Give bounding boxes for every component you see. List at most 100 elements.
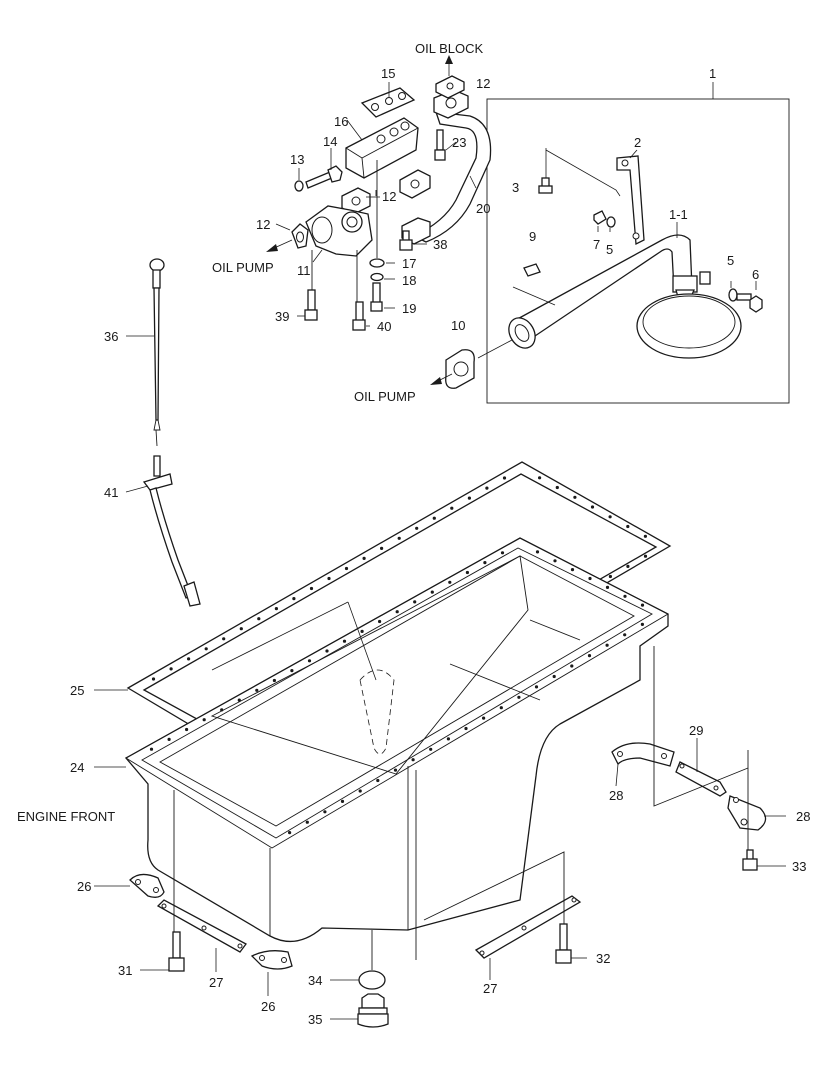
plate-27-right	[474, 895, 582, 959]
bolt-hole-dot	[608, 574, 613, 579]
bolt-hole-dot	[204, 647, 208, 651]
oil-pump-arrow-lower	[430, 373, 453, 385]
gasket-12-top	[435, 75, 465, 99]
bolt-hole-dot	[257, 617, 261, 621]
bolt-hole-dot	[362, 556, 366, 561]
bolt-hole-dot	[202, 718, 206, 722]
bolt-hole-dot	[467, 496, 471, 500]
callout-3: 3	[512, 180, 519, 195]
bolt-hole-dot	[643, 554, 648, 558]
callout-19: 19	[402, 301, 416, 316]
washer-13	[294, 180, 304, 192]
bolt-hole-dot	[448, 580, 452, 584]
callout-27-left: 27	[209, 975, 223, 990]
bolt-hole-dot	[376, 778, 380, 783]
bolt-hole-dot	[538, 476, 542, 480]
bolt-hole-dot	[342, 639, 347, 643]
bolt-hole-dot	[255, 688, 259, 692]
callout-20: 20	[476, 201, 490, 216]
callout-5-upper: 5	[606, 242, 613, 257]
callout-34: 34	[308, 973, 322, 988]
bolt-hole-dot	[415, 526, 419, 530]
bolt-hole-dot	[640, 603, 645, 607]
callout-14: 14	[323, 134, 337, 149]
callout-36: 36	[104, 329, 118, 344]
bolt-hole-dot	[344, 566, 349, 571]
strainer-assembly-box	[486, 82, 790, 404]
bolt-hole-dot	[239, 627, 243, 631]
callout-18: 18	[402, 273, 416, 288]
bolt-hole-dot	[588, 576, 592, 581]
bolt-hole-dot	[590, 505, 595, 509]
bolt-hole-dot	[323, 810, 327, 814]
bolt-hole-dot	[292, 597, 296, 601]
pump-connector-11	[305, 205, 373, 257]
callout-41: 41	[104, 485, 118, 500]
callout-29: 29	[689, 723, 703, 738]
bolt-hole-dot	[222, 637, 226, 641]
bolt-hole-dot	[187, 657, 191, 661]
oil-block-16	[345, 117, 419, 179]
pipe-assembly-leader-lines	[275, 82, 477, 327]
bolt-hole-dot	[485, 486, 489, 490]
callout-27-right: 27	[483, 981, 497, 996]
bolt-hole-dot	[290, 669, 294, 673]
bolt-23	[434, 129, 446, 161]
bolt-hole-dot	[499, 706, 503, 710]
dipstick-guide-41	[142, 455, 201, 607]
washer-5-right	[728, 288, 738, 302]
callout-12-mid: 12	[382, 189, 396, 204]
bolt-hole-dot	[360, 629, 364, 634]
bolt-hole-dot	[220, 708, 224, 712]
bolt-hole-dot	[552, 674, 556, 679]
bolt-3	[538, 148, 553, 194]
end-gasket-28-lower	[727, 795, 767, 831]
bolt-hole-dot	[500, 551, 505, 555]
callout-33: 33	[792, 859, 806, 874]
oil-pump-arrow-upper	[266, 239, 293, 252]
oil-pan-24	[124, 537, 669, 943]
oil-pipe-20	[401, 89, 492, 245]
washer-18	[370, 272, 384, 282]
bolt-hole-dot	[626, 564, 630, 569]
bolt-hole-dot	[237, 698, 241, 702]
bolt-hole-dot	[151, 677, 156, 681]
callout-7: 7	[593, 237, 600, 252]
bolt-39	[304, 289, 318, 321]
bolt-hole-dot	[307, 659, 312, 663]
bolt-19	[370, 282, 383, 312]
callout-1: 1	[709, 66, 716, 81]
callout-25: 25	[70, 683, 84, 698]
bolt-hole-dot	[502, 476, 507, 480]
bolt-hole-dot	[169, 667, 173, 671]
bolt-hole-dot	[623, 594, 627, 598]
bolt-33	[742, 849, 758, 871]
bolt-hole-dot	[570, 664, 574, 668]
bolt-hole-dot	[553, 559, 557, 563]
callout-13: 13	[290, 152, 304, 167]
callout-23: 23	[452, 135, 466, 150]
callout-5-right: 5	[727, 253, 734, 268]
label-oil-pump-upper: OIL PUMP	[212, 260, 274, 275]
bolt-hole-dot	[605, 643, 609, 647]
strainer-leader-lines	[477, 149, 757, 359]
end-gasket-26-left	[129, 873, 165, 898]
callout-39: 39	[275, 309, 289, 324]
callout-16: 16	[334, 114, 348, 129]
label-oil-block: OIL BLOCK	[415, 41, 483, 56]
bolt-hole-dot	[430, 590, 434, 594]
bolt-hole-dot	[643, 534, 648, 538]
callout-12-left: 12	[256, 217, 270, 232]
drain-plug-35	[357, 993, 389, 1028]
bolt-hole-dot	[482, 716, 486, 720]
bolt-hole-dot	[517, 695, 521, 699]
callout-31: 31	[118, 963, 132, 978]
bolt-hole-dot	[465, 570, 469, 575]
bolt-hole-dot	[450, 506, 454, 510]
callout-28-lower: 28	[796, 809, 810, 824]
callout-1-1: 1-1	[669, 207, 688, 222]
gasket-15	[360, 87, 416, 118]
o-ring-34	[358, 970, 386, 990]
gasket-10	[445, 349, 475, 389]
callout-6: 6	[752, 267, 759, 282]
